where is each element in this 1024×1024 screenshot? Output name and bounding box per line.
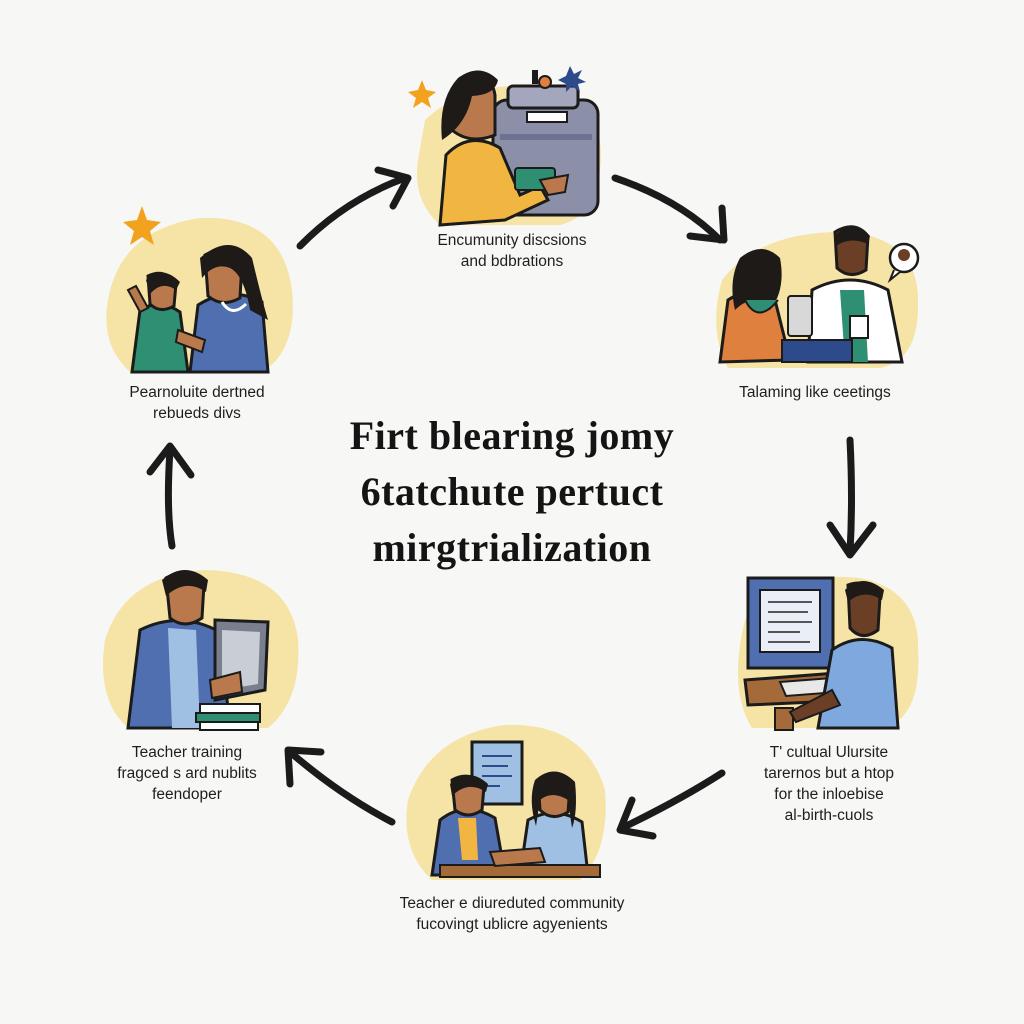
caption-line: fucovingt ublicre agyenients	[416, 916, 608, 933]
caption-line: Pearnoluite dertned	[129, 384, 265, 401]
caption-bottom: Teacher e diureduted community fucovingt…	[352, 893, 672, 935]
sparkle-icon	[558, 66, 586, 92]
arrow-upper-right-to-lower-right	[846, 436, 855, 556]
title-line: 6tatchute pertuct	[360, 469, 664, 514]
caption-line: Teacher training	[131, 744, 243, 761]
caption-line: Teacher e diureduted community	[399, 895, 625, 912]
caption-top: Encumunity discsions and bdbrations	[372, 230, 652, 272]
star-icon	[408, 80, 436, 108]
caption-line: and bdbrations	[460, 253, 564, 270]
caption-line: T' cultual Ulursite	[769, 744, 889, 761]
caption-upper-right: Talaming like ceetings	[700, 382, 930, 403]
arrow-lower-right-to-bottom	[618, 769, 726, 832]
arrow-upper-left-to-top	[296, 174, 409, 250]
caption-line: Talaming like ceetings	[739, 384, 891, 401]
caption-upper-left: Pearnoluite dertned rebueds divs	[82, 382, 312, 424]
scene-teacher-with-tablet	[103, 570, 299, 731]
caption-line: al-birth-cuols	[784, 807, 874, 824]
title-line: mirgtrialization	[372, 525, 652, 570]
caption-line: rebueds divs	[153, 405, 241, 422]
scene-woman-at-machine	[408, 66, 601, 227]
caption-line: for the inloebise	[774, 786, 884, 803]
scene-mother-and-child	[106, 206, 293, 374]
scene-two-students	[406, 724, 606, 880]
caption-lower-right: T' cultual Ulursite tarernos but a htop …	[714, 742, 944, 826]
caption-line: fragced s ard nublits	[117, 765, 257, 782]
star-icon	[123, 206, 161, 245]
scene-doctor-consultation	[716, 225, 920, 368]
caption-line: feendoper	[152, 786, 222, 803]
title-line: Firt blearing jomy	[349, 413, 675, 458]
scene-computer-desk	[737, 576, 919, 731]
cycle-arrows	[146, 166, 877, 840]
diagram-title: Firt blearing jomy 6tatchute pertuct mir…	[262, 408, 762, 576]
arrow-lower-left-to-upper-left	[164, 446, 176, 550]
arrow-bottom-to-lower-left	[286, 748, 396, 826]
caption-lower-left: Teacher training fragced s ard nublits f…	[82, 742, 292, 805]
caption-line: tarernos but a htop	[763, 765, 895, 782]
arrow-top-to-upper-right	[611, 174, 724, 244]
caption-line: Encumunity discsions	[437, 232, 587, 249]
